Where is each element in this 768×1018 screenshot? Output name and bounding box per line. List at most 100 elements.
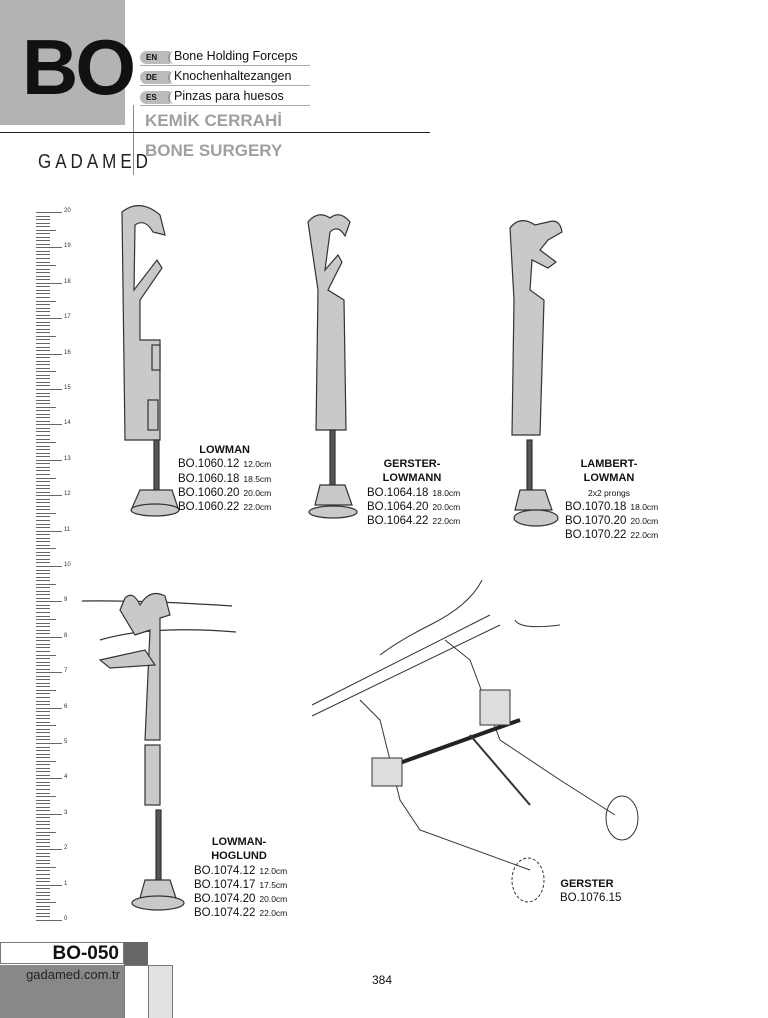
category-title-en: BONE SURGERY [145, 141, 283, 160]
ruler-tick [36, 728, 50, 730]
ruler-label: 11 [64, 526, 71, 533]
product-size: 18.0cm [432, 487, 461, 498]
ruler-tick [36, 509, 50, 511]
ruler-tick [36, 272, 50, 274]
ruler-tick [36, 696, 50, 698]
ruler-label: 3 [64, 809, 68, 816]
ruler-label: 9 [64, 597, 68, 604]
ruler-tick [36, 612, 50, 614]
ruler-tick [36, 427, 50, 429]
ruler-tick [36, 735, 50, 737]
ruler-tick [36, 803, 50, 805]
language-row-en: EN Bone Holding Forceps [140, 48, 310, 66]
ruler-tick [36, 813, 62, 815]
ruler-tick [36, 647, 50, 649]
language-code: DE [140, 71, 170, 84]
ruler-tick [36, 342, 50, 344]
ruler-tick [36, 304, 50, 306]
ruler-label: 4 [64, 774, 68, 781]
ruler-tick [36, 789, 50, 791]
ruler-tick [36, 898, 50, 900]
ruler-tick [36, 806, 50, 808]
ruler-tick [36, 711, 50, 713]
ruler-tick [36, 650, 50, 652]
ruler-tick [36, 275, 50, 277]
website: gadamed.com.tr [0, 965, 124, 1018]
lowman-forceps-image [121, 205, 180, 517]
ruler-tick [36, 675, 50, 677]
ruler-tick [36, 396, 50, 398]
ruler-tick [36, 746, 50, 748]
category-title-tr: KEMİK CERRAHİ [145, 111, 282, 130]
ruler-tick [36, 739, 50, 741]
product-code: BO.1064.20 [367, 500, 429, 513]
ruler-tick [36, 686, 50, 688]
product-size: 20.0cm [259, 894, 288, 905]
ruler-tick [36, 689, 56, 691]
ruler-tick [36, 470, 50, 472]
ruler-label: 10 [64, 562, 71, 568]
ruler-tick [36, 378, 50, 380]
ruler-tick [36, 774, 50, 776]
ruler-tick [36, 339, 50, 341]
section-tab [0, 0, 125, 125]
product-name: LAMBERT-LOWMAN [580, 458, 638, 485]
ruler-tick [36, 258, 50, 260]
language-label: Pinzas para huesos [174, 89, 284, 103]
language-label: Bone Holding Forceps [174, 49, 298, 63]
ruler-tick [36, 569, 50, 571]
ruler-label: 18 [64, 278, 71, 285]
ruler-tick [36, 403, 50, 405]
ruler-tick [36, 576, 50, 578]
ruler-tick [36, 881, 50, 883]
ruler-tick [36, 233, 50, 235]
ruler-tick [36, 658, 50, 660]
ruler-tick [36, 668, 50, 670]
ruler-tick [36, 389, 62, 390]
ruler-tick [36, 820, 50, 822]
ruler-tick [36, 438, 50, 440]
ruler-tick [36, 360, 50, 362]
ruler-tick [36, 799, 50, 801]
product-code: BO.1070.20 [565, 515, 627, 528]
ruler-tick [36, 785, 50, 787]
ruler-tick [36, 633, 50, 635]
ruler-tick [36, 265, 56, 267]
ruler-tick [36, 831, 56, 833]
language-row-de: DE Knochenhaltezangen [140, 68, 310, 86]
ruler-tick [36, 392, 50, 394]
product-name: LOWMAN [199, 444, 250, 456]
gerster-fixator-image [311, 579, 639, 903]
product-code: BO.1070.18 [565, 500, 627, 513]
product-code: BO.1074.22 [194, 907, 256, 920]
ruler-tick [36, 325, 50, 327]
ruler-tick [36, 884, 62, 886]
ruler-label: 17 [64, 314, 71, 321]
footer-box [124, 965, 149, 1018]
brand-logo: GADAMED [38, 150, 152, 173]
ruler-tick [36, 449, 50, 451]
ruler-tick [36, 626, 50, 628]
ruler-tick [36, 654, 56, 656]
ruler-tick [36, 212, 62, 213]
footer-tab [124, 942, 148, 965]
ruler-label: 2 [64, 845, 68, 852]
ruler-tick [36, 817, 50, 819]
ruler-tick [36, 456, 50, 458]
ruler-tick [36, 491, 50, 493]
ruler-tick [36, 909, 50, 911]
ruler-tick [36, 895, 50, 897]
ruler-tick [36, 435, 50, 437]
ruler-tick [36, 364, 50, 366]
product-size: 18.5cm [243, 473, 272, 484]
ruler-tick [36, 870, 50, 872]
ruler-tick [36, 219, 50, 221]
ruler-tick [36, 718, 50, 720]
product-name: LOWMAN-HOGLUND [211, 836, 267, 863]
ruler-label: 15 [64, 385, 71, 391]
ruler-tick [36, 615, 50, 617]
ruler-tick [36, 328, 50, 330]
ruler-label: 8 [64, 632, 68, 639]
